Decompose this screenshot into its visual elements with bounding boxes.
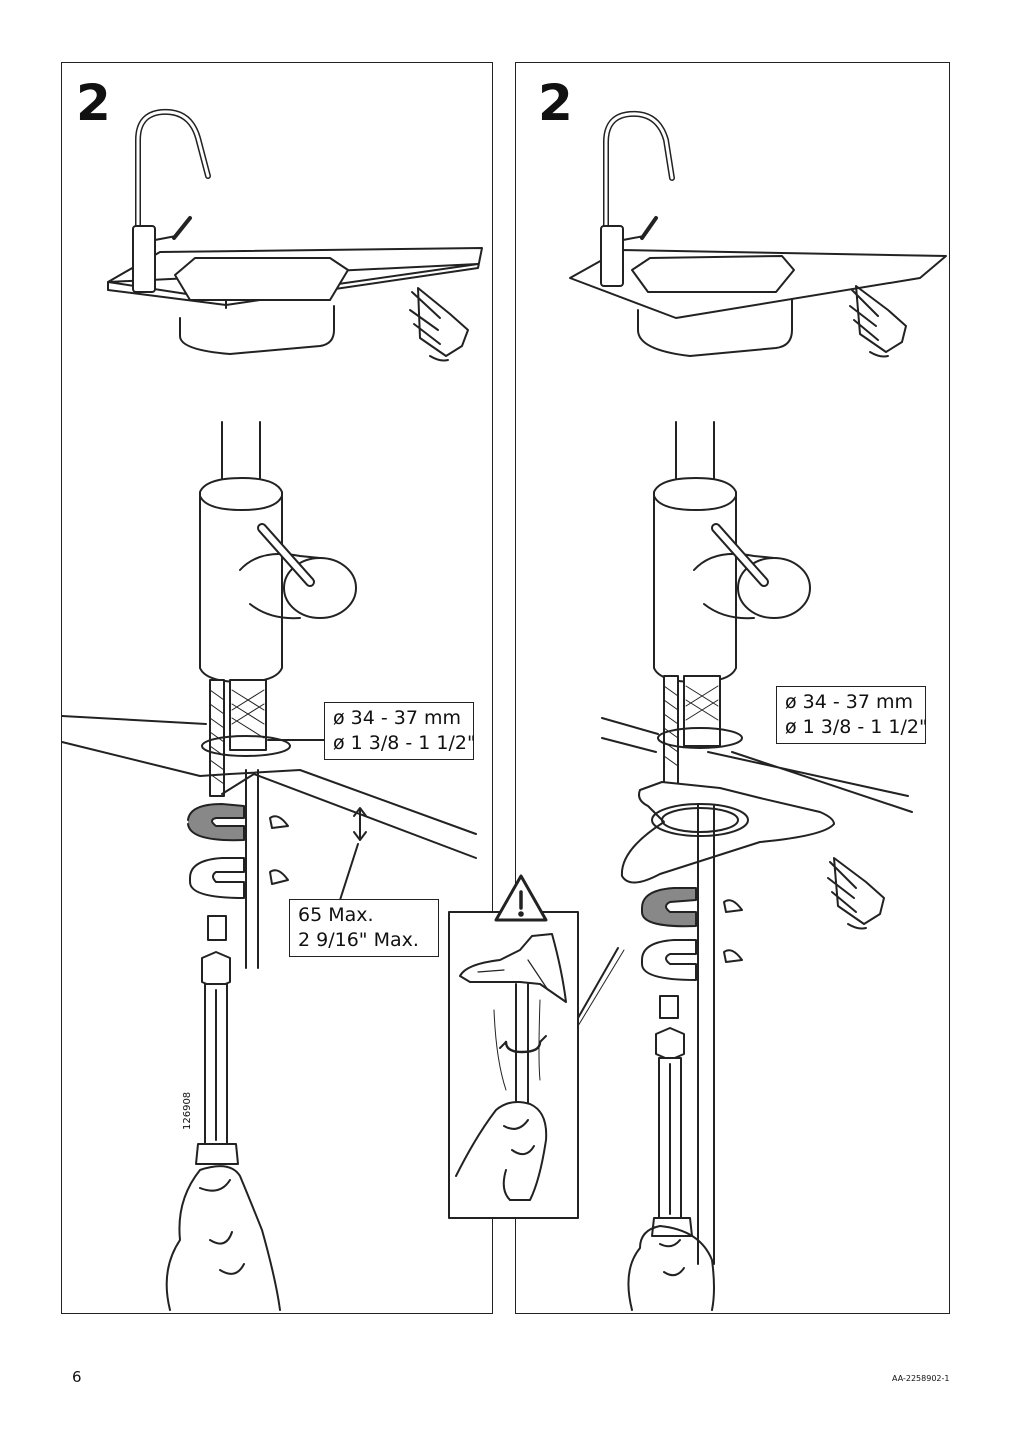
thickness-callout: 65 Max. 2 9/16" Max. <box>289 899 439 957</box>
washer-illustration <box>641 887 743 981</box>
wrench-tool-illustration <box>651 1027 693 1237</box>
hand-pointing-icon <box>849 285 907 358</box>
sink-illustration <box>569 249 947 357</box>
callout-line: 2 9/16" Max. <box>298 929 419 951</box>
callout-line: ø 1 3/8 - 1 1/2" <box>785 716 928 738</box>
step-number: 2 <box>538 74 573 132</box>
hand-pointing-icon <box>409 287 469 362</box>
callout-line: ø 34 - 37 mm <box>333 707 462 729</box>
page-number: 6 <box>72 1368 82 1386</box>
warning-icon <box>494 874 548 922</box>
callout-line: ø 34 - 37 mm <box>785 691 914 713</box>
diameter-callout: ø 34 - 37 mm ø 1 3/8 - 1 1/2" <box>324 702 476 760</box>
document-id: AA-2258902-1 <box>892 1374 950 1383</box>
washer-illustration <box>187 803 289 899</box>
callout-line: 65 Max. <box>298 904 374 926</box>
callout-line: ø 1 3/8 - 1 1/2" <box>333 732 476 754</box>
hand-pointing-icon <box>827 857 885 930</box>
faucet-illustration <box>600 110 675 287</box>
diameter-callout: ø 34 - 37 mm ø 1 3/8 - 1 1/2" <box>776 686 928 744</box>
vertical-code: 126908 <box>182 1091 193 1130</box>
sink-illustration <box>107 247 483 355</box>
step-number: 2 <box>76 74 111 132</box>
faucet-illustration <box>132 108 211 293</box>
wrench-tool-illustration <box>195 951 239 1165</box>
